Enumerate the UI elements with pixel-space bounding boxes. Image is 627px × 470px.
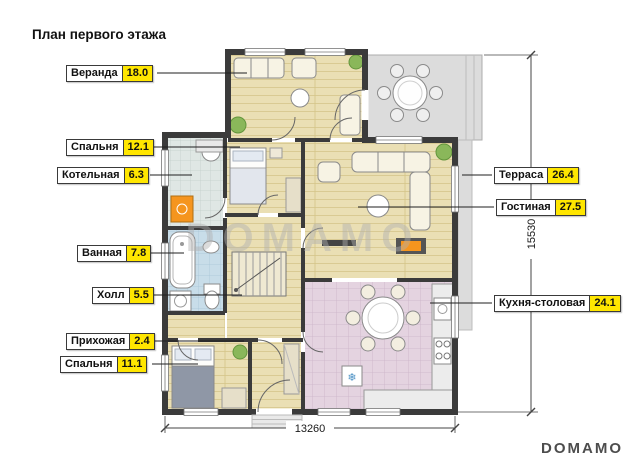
- room-name: Котельная: [58, 168, 124, 183]
- dimension-width-value: 13260: [295, 423, 326, 435]
- stairs: [231, 251, 287, 297]
- room-name: Ванная: [78, 246, 126, 261]
- room-name: Спальня: [67, 140, 123, 155]
- room-name: Веранда: [67, 66, 122, 81]
- room-name: Холл: [93, 288, 129, 303]
- bedroom-1-furniture: [229, 147, 302, 213]
- dimension-right: 15530: [458, 50, 539, 417]
- leader-lines: [147, 72, 494, 365]
- room-area: 11.1: [116, 357, 147, 372]
- watermark-text: DOMAMO: [186, 216, 421, 260]
- living-room-furniture: [317, 143, 453, 254]
- room-name: Спальня: [61, 357, 117, 372]
- fridge-snowflake-icon: ❄: [347, 372, 356, 384]
- room-area: 2.4: [129, 334, 154, 349]
- room-name: Гостиная: [497, 200, 555, 215]
- room-name: Прихожая: [67, 334, 130, 349]
- dimension-bottom: 13260: [160, 416, 460, 435]
- room-area: 12.1: [122, 140, 153, 155]
- dimension-height-value: 15530: [526, 219, 538, 250]
- brand-logo: DOMAMO: [541, 440, 623, 457]
- windows: [161, 48, 459, 416]
- interior-walls: [165, 135, 455, 412]
- room-area: 26.4: [547, 168, 578, 183]
- room-name: Терраса: [495, 168, 548, 183]
- room-area: 7.8: [125, 246, 151, 261]
- page-title: План первого этажа: [32, 27, 167, 42]
- bedroom-2-furniture: [171, 344, 248, 409]
- room-area: 5.5: [128, 288, 153, 303]
- room-area: 18.0: [121, 66, 153, 81]
- doors: [177, 89, 369, 416]
- exterior-walls: [162, 49, 458, 415]
- room-area: 27.5: [554, 200, 586, 215]
- entry-furniture: [283, 343, 300, 395]
- room-name: Кухня-столовая: [495, 296, 590, 311]
- room-area: 6.3: [123, 168, 148, 183]
- terrace: [362, 54, 483, 331]
- room-area: 24.1: [589, 296, 620, 311]
- kitchen-furniture: ❄: [341, 283, 455, 411]
